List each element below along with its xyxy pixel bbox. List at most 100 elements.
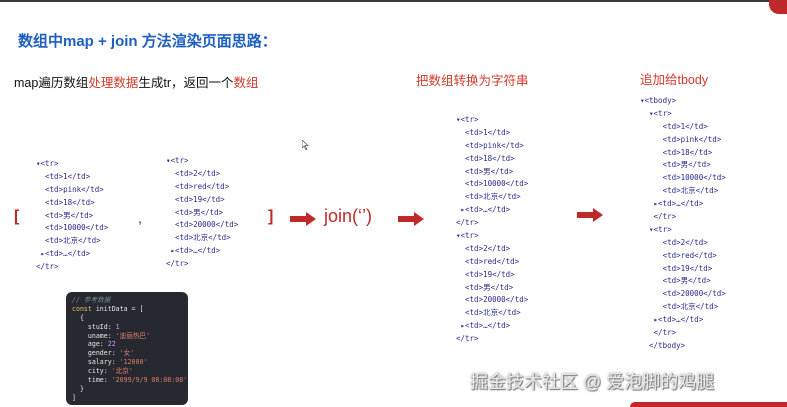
code-line: <td>18</td> <box>456 153 515 163</box>
code-line: ▸<td>…</td> <box>36 249 91 259</box>
code-line: ▾<tbody> <box>640 96 677 105</box>
code-line: uname: '迪丽热巴' <box>72 332 187 341</box>
corner-accent <box>769 0 787 14</box>
code-line: ▾<tr> <box>640 108 672 118</box>
code-line: } <box>72 385 187 394</box>
page-title: 数组中map + join 方法渲染页面思路： <box>18 33 277 50</box>
code-line: </tr> <box>640 328 677 338</box>
step1-middle: 生成tr，返回一个 <box>138 76 234 90</box>
code-line: ▾<tr> <box>166 156 189 165</box>
code-token: ] <box>72 393 76 402</box>
code-line: <td>北京</td> <box>456 192 521 202</box>
code-line: <td>北京</td> <box>456 308 521 318</box>
code-token: '2099/9/9 08:08:08' <box>111 376 188 385</box>
code-token: '女' <box>119 349 135 358</box>
arrow-right-icon <box>577 208 603 222</box>
code-token: gender: <box>72 349 120 358</box>
code-line: <td>北京</td> <box>36 236 101 246</box>
array-comma: , <box>138 210 142 226</box>
step1-title: map遍历数组处理数据生成tr，返回一个数组 <box>14 72 259 91</box>
code-line: <td>10000</td> <box>640 173 726 183</box>
code-line: ▾<tr> <box>456 115 479 124</box>
code-line: <td>18</td> <box>36 197 95 207</box>
code-line: </tr> <box>166 259 189 269</box>
tbody-block: ▾<tbody> ▾<tr> <td>1</td> <td>pink</td> … <box>640 95 726 353</box>
code-token: '迪丽热巴' <box>115 331 150 340</box>
code-line: <td>1</td> <box>36 171 91 181</box>
code-line: <td>pink</td> <box>36 184 104 194</box>
arrow-right-icon <box>290 212 316 226</box>
code-token: { <box>72 313 84 322</box>
code-line: <td>18</td> <box>640 147 713 157</box>
tr-block-2: ▾<tr> <td>2</td> <td>red</td> <td>19</td… <box>166 155 238 271</box>
step2-title: 把数组转换为字符串 <box>416 74 529 88</box>
code-line: <td>19</td> <box>166 194 225 204</box>
code-line: <td>男</td> <box>640 160 711 170</box>
code-line: ] <box>72 394 187 403</box>
top-bar <box>0 0 787 14</box>
code-line: <td>2</td> <box>456 243 511 253</box>
code-line: { <box>72 314 187 323</box>
code-line: <td>20000</td> <box>456 295 529 305</box>
code-line: <td>20000</td> <box>640 289 726 299</box>
mouse-cursor-icon <box>302 140 309 150</box>
code-line: <td>北京</td> <box>166 233 231 243</box>
arrow-right-icon <box>398 212 424 226</box>
code-token: city: <box>72 367 112 376</box>
code-line: ▾<tr> <box>36 159 59 168</box>
code-line: ▸<td>…</td> <box>456 205 511 215</box>
step1-highlight-2: 数组 <box>233 76 259 90</box>
code-line: </tr> <box>456 334 479 344</box>
code-token: initData = [ <box>91 304 144 313</box>
step3-title: 追加给tbody <box>640 73 709 87</box>
code-line: <td>pink</td> <box>456 140 524 150</box>
code-line: <td>10000</td> <box>456 179 529 189</box>
code-line: <td>19</td> <box>456 269 515 279</box>
code-line: </tr> <box>456 218 479 228</box>
array-open-bracket: [ <box>14 208 20 225</box>
code-line: <td>pink</td> <box>640 134 722 144</box>
top-divider <box>0 0 787 2</box>
code-token: stuId: <box>72 322 116 331</box>
code-line: <td>19</td> <box>640 263 713 273</box>
code-line: const initData = [ <box>72 305 187 314</box>
code-line: <td>2</td> <box>166 168 221 178</box>
code-line: <td>1</td> <box>456 127 511 137</box>
step1-highlight-1: 处理数据 <box>88 76 139 90</box>
code-token: age: <box>72 340 108 349</box>
code-line: ▸<td>…</td> <box>640 199 704 209</box>
code-token: } <box>72 384 84 393</box>
code-line: gender: '女' <box>72 349 187 358</box>
code-line: <td>男</td> <box>456 282 514 292</box>
join-label: join(‘’) <box>324 206 373 226</box>
code-line: city: '北京' <box>72 367 187 376</box>
bottom-accent <box>630 402 787 407</box>
code-line: </tbody> <box>640 340 686 350</box>
code-line: <td>北京</td> <box>640 186 719 196</box>
code-token: '12000' <box>119 358 148 367</box>
code-line: // 参考数据 <box>72 296 187 305</box>
code-line: <td>20000</td> <box>166 220 239 230</box>
tr-block-1: ▾<tr> <td>1</td> <td>pink</td> <td>18</t… <box>36 158 108 274</box>
code-line: ▾<tr> <box>456 231 479 241</box>
code-line: <td>1</td> <box>640 121 708 131</box>
code-line: ▸<td>…</td> <box>640 315 704 325</box>
code-line: salary: '12000' <box>72 358 187 367</box>
code-line: time: '2099/9/9 08:08:08' <box>72 376 187 385</box>
code-token: uname: <box>72 331 116 340</box>
code-token: const <box>72 304 92 313</box>
code-line: ▾<tr> <box>640 224 672 234</box>
code-token: '北京' <box>111 367 133 376</box>
code-token: 22 <box>107 340 116 349</box>
code-line: </tr> <box>640 212 677 222</box>
code-line: <td>男</td> <box>640 276 711 286</box>
code-line: <td>red</td> <box>456 256 520 266</box>
code-token: time: <box>72 376 112 385</box>
code-line: ▸<td>…</td> <box>166 246 221 256</box>
code-line: <td>2</td> <box>640 237 708 247</box>
code-token: 1 <box>115 322 120 331</box>
code-line: </tr> <box>36 262 59 272</box>
code-token: salary: <box>72 358 120 367</box>
